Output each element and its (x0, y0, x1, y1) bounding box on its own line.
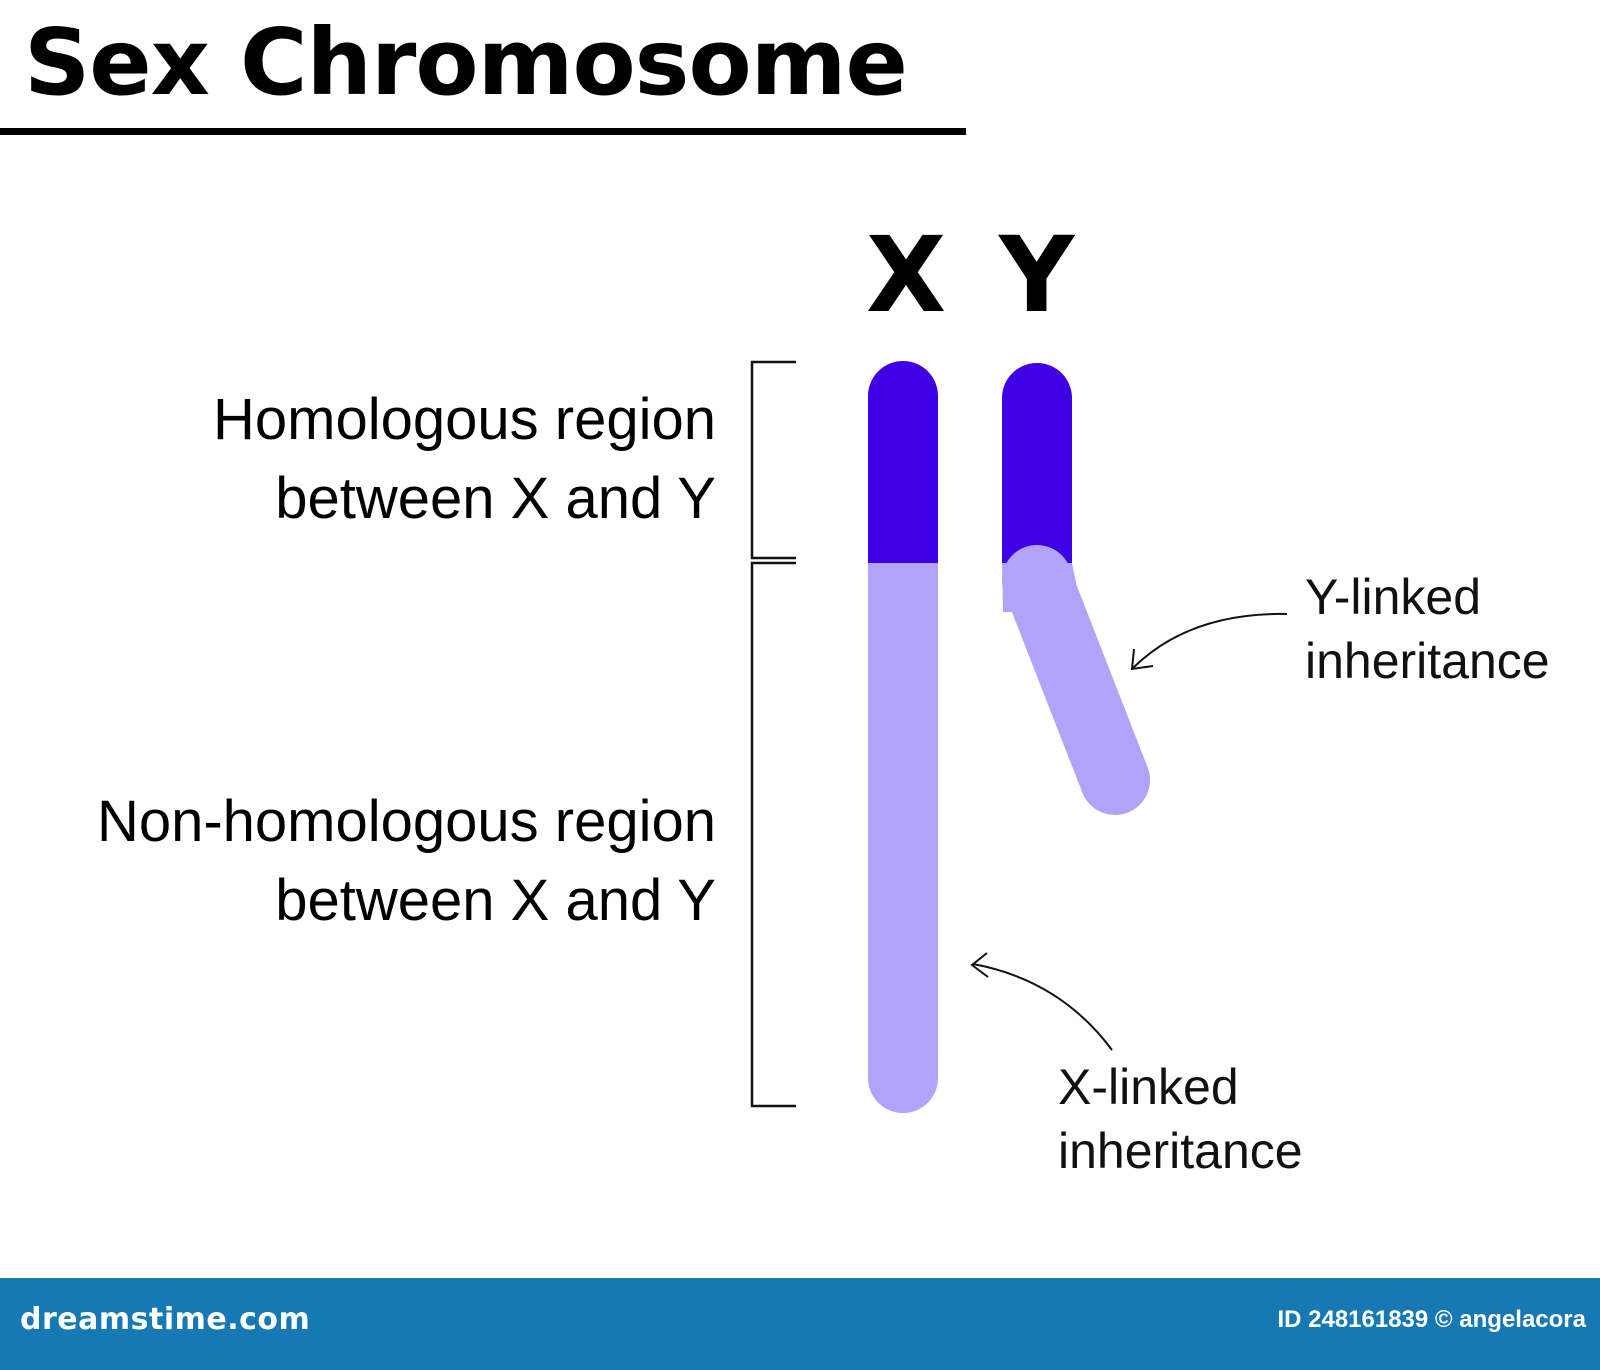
non-homologous-bracket (750, 561, 796, 1108)
y-linked-line-2: inheritance (1305, 633, 1550, 689)
brand-logo[interactable]: dreamstime.com (20, 1302, 311, 1337)
x-linked-line-2: inheritance (1058, 1123, 1303, 1179)
x-linked-line-1: X-linked (1058, 1059, 1239, 1115)
y-linked-line-1: Y-linked (1305, 569, 1482, 625)
non-homologous-region-label: Non-homologous region between X and Y (97, 782, 716, 940)
y-chromosome-homologous-segment (1002, 363, 1072, 563)
y-linked-arrow (1132, 612, 1288, 669)
y-chromosome-label: Y (999, 214, 1075, 336)
homologous-region-line-2: between X and Y (275, 466, 716, 531)
y-chromosome-non-homologous-arm (1002, 545, 1150, 815)
x-linked-label: X-linked inheritance (1058, 1055, 1303, 1183)
homologous-region-label: Homologous region between X and Y (213, 380, 716, 538)
footer-bar: dreamstime.com ID 248161839 © angelacora (0, 1278, 1600, 1370)
x-linked-arrow (972, 963, 1113, 1051)
non-homologous-region-line-2: between X and Y (275, 868, 716, 933)
y-chromosome-arm-joint (1002, 563, 1082, 612)
image-credit: ID 248161839 © angelacora (1277, 1306, 1586, 1333)
x-chromosome-homologous-segment (868, 361, 938, 563)
x-chromosome-label: X (866, 214, 947, 336)
title-underline (0, 128, 966, 135)
chromosome-diagram (750, 360, 1288, 1113)
y-linked-label: Y-linked inheritance (1305, 565, 1550, 693)
x-linked-arrowhead (970, 952, 989, 978)
non-homologous-region-line-1: Non-homologous region (96, 789, 716, 854)
page-title: Sex Chromosome (24, 9, 908, 116)
homologous-bracket (750, 360, 796, 560)
y-linked-arrowhead (1130, 648, 1154, 671)
x-chromosome-non-homologous-segment (868, 563, 938, 1113)
homologous-region-line-1: Homologous region (213, 387, 716, 452)
